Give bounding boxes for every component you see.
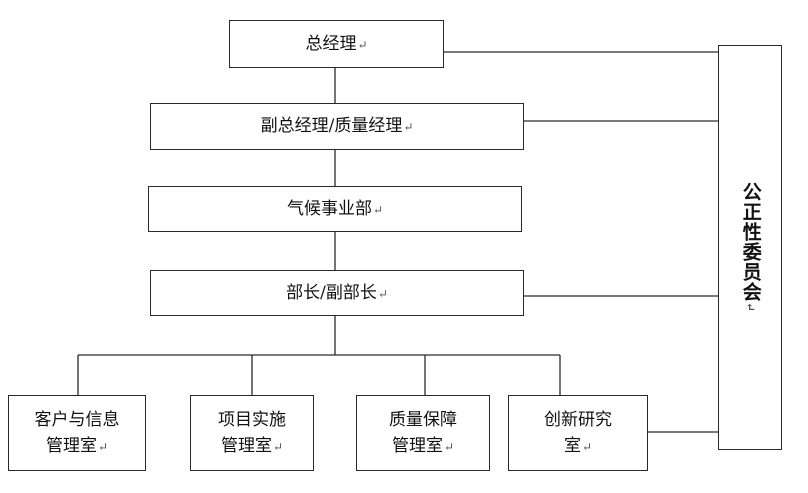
impartiality-committee-label: 公正性委员会 <box>739 181 762 302</box>
return-mark-icon: ↵ <box>97 440 109 454</box>
return-mark-icon: ↵ <box>581 440 593 454</box>
innovation-line1: 创新研究 <box>544 409 612 430</box>
return-mark-icon: ↵ <box>372 202 384 217</box>
return-mark-icon: ↵ <box>377 286 388 301</box>
client-info-line1: 客户与信息 <box>34 409 120 430</box>
return-mark-icon: ↵ <box>403 120 414 135</box>
quality-assurance-line1: 质量保障 <box>389 409 457 430</box>
project-impl-line2: 管理室 <box>220 436 272 456</box>
return-mark-icon: ↵ <box>357 37 368 52</box>
minister-label: 部长/副部长 <box>286 282 377 303</box>
innovation-research-office-box: 创新研究 室↵ <box>508 395 648 471</box>
project-impl-office-box: 项目实施 管理室↵ <box>190 395 314 471</box>
client-info-line2: 管理室 <box>45 436 97 456</box>
project-impl-line1: 项目实施 <box>218 409 286 430</box>
return-mark-icon: ↵ <box>272 440 284 454</box>
general-manager-label: 总经理 <box>305 33 357 54</box>
client-info-office-box: 客户与信息 管理室↵ <box>8 395 146 471</box>
general-manager-box: 总经理↵ <box>229 20 444 68</box>
climate-dept-label: 气候事业部 <box>286 198 372 219</box>
quality-assurance-office-box: 质量保障 管理室↵ <box>356 395 490 471</box>
deputy-gm-box: 副总经理/质量经理↵ <box>150 103 524 150</box>
deputy-gm-label: 副总经理/质量经理 <box>260 116 403 137</box>
innovation-line2: 室 <box>563 436 581 456</box>
return-mark-icon: ↵ <box>443 440 455 454</box>
minister-box: 部长/副部长↵ <box>150 270 524 316</box>
return-mark-icon: ↵ <box>743 301 758 314</box>
impartiality-committee-box: 公正性委员会↵ <box>718 45 782 450</box>
quality-assurance-line2: 管理室 <box>391 436 443 456</box>
climate-dept-box: 气候事业部↵ <box>148 186 522 232</box>
